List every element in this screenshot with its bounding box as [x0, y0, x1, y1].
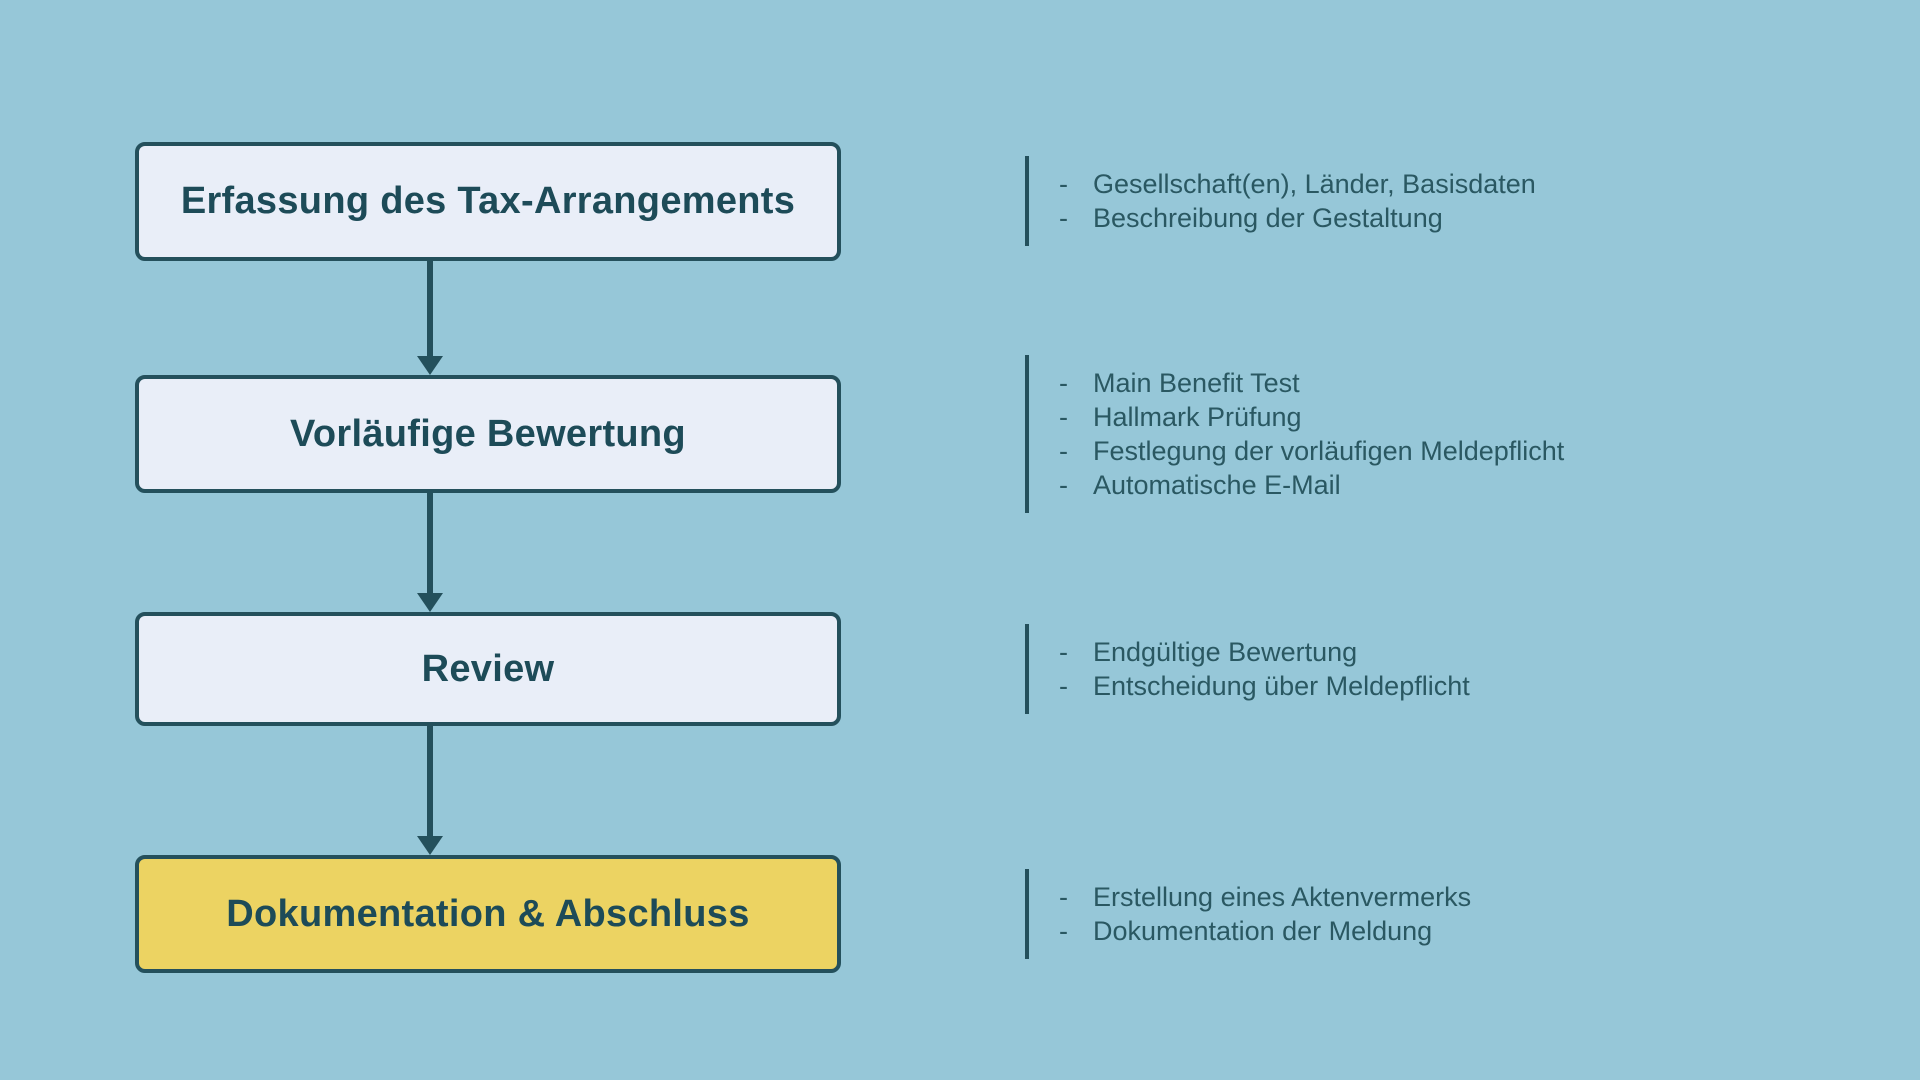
flow-arrow-3 [417, 726, 443, 855]
bullet-dash: - [1059, 368, 1068, 398]
list-item: - Endgültige Bewertung [1059, 635, 1470, 669]
bullet-dash: - [1059, 916, 1068, 946]
bullet-dash: - [1059, 436, 1068, 466]
step-box-review: Review [135, 612, 841, 726]
list-item: - Main Benefit Test [1059, 366, 1564, 400]
step-box-vorlaeufige-bewertung: Vorläufige Bewertung [135, 375, 841, 493]
arrow-down-icon [417, 356, 443, 375]
detail-text: Erstellung eines Aktenvermerks [1093, 882, 1472, 912]
detail-group-erfassung: - Gesellschaft(en), Länder, Basisdaten -… [1025, 156, 1536, 246]
detail-group-dokumentation-abschluss: - Erstellung eines Aktenvermerks - Dokum… [1025, 869, 1471, 959]
divider-line [1025, 156, 1029, 246]
divider-line [1025, 869, 1029, 959]
list-item: - Erstellung eines Aktenvermerks [1059, 880, 1471, 914]
step-label-erfassung: Erfassung des Tax-Arrangements [180, 180, 796, 222]
detail-group-review: - Endgültige Bewertung - Entscheidung üb… [1025, 624, 1470, 714]
list-item: - Hallmark Prüfung [1059, 400, 1564, 434]
arrow-line [427, 726, 433, 836]
detail-text: Gesellschaft(en), Länder, Basisdaten [1093, 169, 1536, 199]
arrow-line [427, 493, 433, 593]
step-label-review: Review [421, 647, 555, 690]
detail-text: Entscheidung über Meldepflicht [1093, 671, 1470, 701]
flow-arrow-1 [417, 261, 443, 375]
step-box-dokumentation-abschluss: Dokumentation & Abschluss [135, 855, 841, 973]
detail-list: - Gesellschaft(en), Länder, Basisdaten -… [1029, 156, 1536, 246]
detail-list: - Erstellung eines Aktenvermerks - Dokum… [1029, 869, 1471, 959]
step-box-erfassung: Erfassung des Tax-Arrangements [135, 142, 841, 261]
bullet-dash: - [1059, 882, 1068, 912]
list-item: - Automatische E-Mail [1059, 468, 1564, 502]
arrow-down-icon [417, 593, 443, 612]
detail-text: Hallmark Prüfung [1093, 402, 1302, 432]
step-label-dokumentation-abschluss: Dokumentation & Abschluss [226, 892, 750, 935]
detail-list: - Endgültige Bewertung - Entscheidung üb… [1029, 624, 1470, 714]
arrow-down-icon [417, 836, 443, 855]
bullet-dash: - [1059, 671, 1068, 701]
detail-text: Main Benefit Test [1093, 368, 1300, 398]
detail-text: Automatische E-Mail [1093, 470, 1341, 500]
list-item: - Beschreibung der Gestaltung [1059, 201, 1536, 235]
step-label-vorlaeufige-bewertung: Vorläufige Bewertung [290, 412, 686, 455]
arrow-line [427, 261, 433, 356]
list-item: - Dokumentation der Meldung [1059, 914, 1471, 948]
detail-text: Festlegung der vorläufigen Meldepflicht [1093, 436, 1565, 466]
divider-line [1025, 624, 1029, 714]
detail-text: Endgültige Bewertung [1093, 637, 1358, 667]
bullet-dash: - [1059, 637, 1068, 667]
bullet-dash: - [1059, 203, 1068, 233]
bullet-dash: - [1059, 470, 1068, 500]
bullet-dash: - [1059, 169, 1068, 199]
list-item: - Entscheidung über Meldepflicht [1059, 669, 1470, 703]
detail-text: Beschreibung der Gestaltung [1093, 203, 1443, 233]
detail-group-vorlaeufige-bewertung: - Main Benefit Test - Hallmark Prüfung -… [1025, 355, 1564, 513]
detail-text: Dokumentation der Meldung [1093, 916, 1433, 946]
list-item: - Festlegung der vorläufigen Meldepflich… [1059, 434, 1564, 468]
flow-arrow-2 [417, 493, 443, 612]
list-item: - Gesellschaft(en), Länder, Basisdaten [1059, 167, 1536, 201]
divider-line [1025, 355, 1029, 513]
detail-list: - Main Benefit Test - Hallmark Prüfung -… [1029, 355, 1564, 513]
bullet-dash: - [1059, 402, 1068, 432]
